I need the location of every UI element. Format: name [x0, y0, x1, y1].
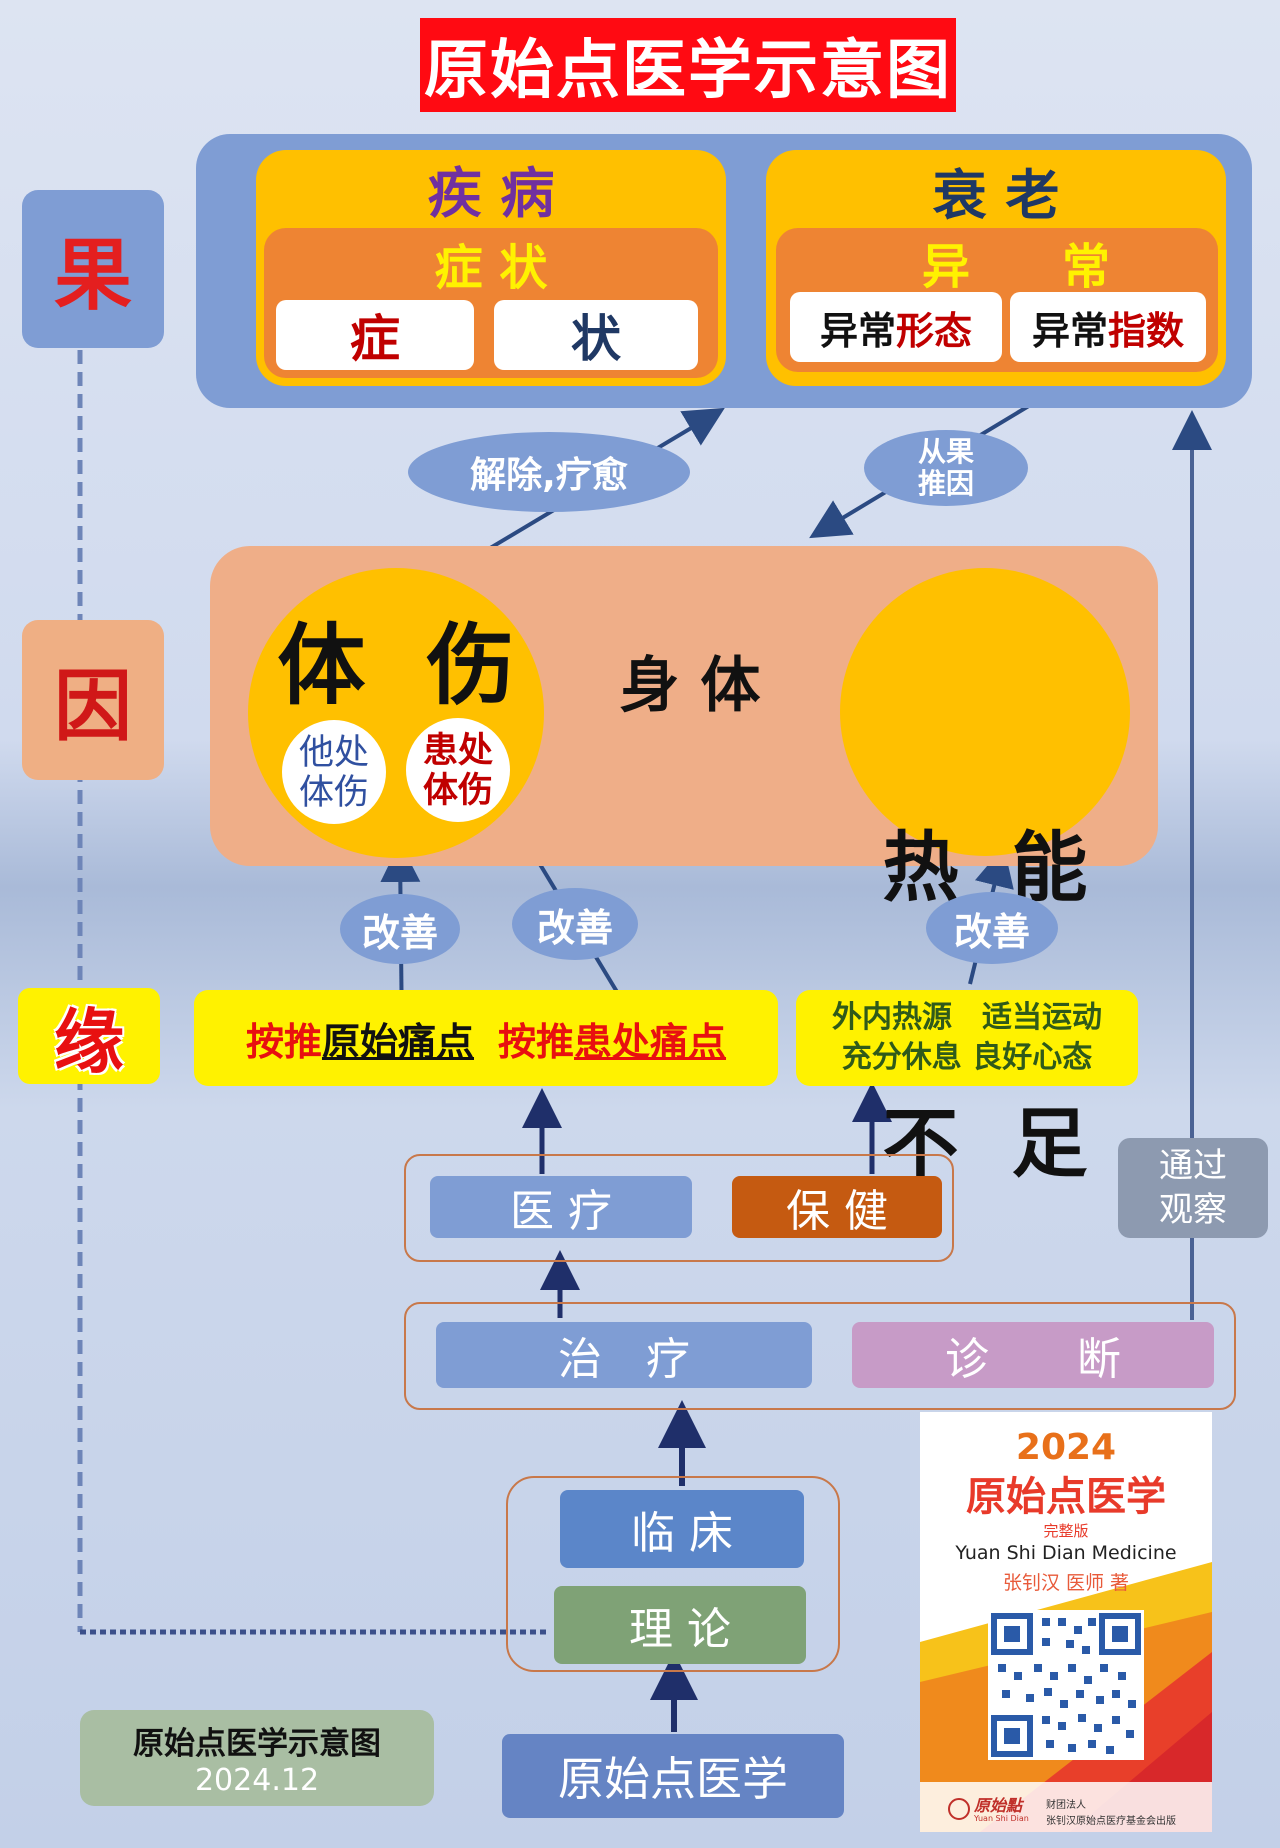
other-injury-line-2: 体伤 — [298, 773, 369, 813]
disease-panel: 疾 病 症 状 症 状 — [256, 150, 726, 386]
root-button[interactable]: 原始点医学 — [502, 1734, 844, 1818]
observe-line-1: 通过 — [1159, 1146, 1227, 1186]
improve-label-2: 改善 — [512, 888, 638, 960]
local-injury-circle: 患处 体伤 — [406, 718, 510, 822]
press-points-bar: 按推原始痛点 按推患处痛点 — [194, 990, 778, 1086]
publisher-line-2: 张钊汉原始点医疗基金会出版 — [1046, 1816, 1176, 1827]
legend-title: 原始点医学示意图 — [133, 1725, 381, 1762]
clinical-button[interactable]: 临 床 — [560, 1490, 804, 1568]
publisher-line-1: 财团法人 — [1046, 1800, 1086, 1811]
infer-line-2: 推因 — [917, 467, 974, 500]
body-injury-circle: 体 伤 他处 体伤 患处 体伤 — [248, 568, 544, 858]
cure-label: 解除,疗愈 — [408, 432, 690, 512]
foundation-frame — [506, 1476, 840, 1672]
care-line-2: 充分休息 良好心态 — [841, 1040, 1093, 1075]
infer-line-1: 从果 — [917, 435, 974, 468]
legend-date: 2024.12 — [194, 1762, 320, 1798]
press-2-verb: 按推 — [498, 1019, 575, 1064]
press-1-verb: 按推 — [245, 1019, 322, 1064]
diagnosis-button[interactable]: 诊 断 — [852, 1322, 1214, 1388]
improve-label-3: 改善 — [926, 892, 1058, 964]
abnormal-index-word: 指数 — [1108, 308, 1185, 353]
health-button[interactable]: 保 健 — [732, 1176, 942, 1238]
treatment-button[interactable]: 治 疗 — [436, 1322, 812, 1388]
press-1-target: 原始痛点 — [321, 1019, 474, 1064]
effect-label: 果 — [22, 190, 164, 348]
qr-code-icon — [991, 1613, 1141, 1757]
aging-panel: 衰 老 异 常 异常形态 异常指数 — [766, 150, 1226, 386]
observe-line-2: 观察 — [1159, 1190, 1227, 1230]
local-injury-line-2: 体伤 — [422, 771, 493, 811]
abnormal-shape-word: 形态 — [896, 308, 973, 353]
publisher-logo-english: Yuan Shi Dian — [974, 1814, 1029, 1823]
local-injury-line-1: 患处 — [422, 731, 493, 771]
book-year: 2024 — [1015, 1426, 1117, 1468]
book-edition: 完整版 — [1043, 1521, 1089, 1540]
abnormal-shape-chip: 异常形态 — [790, 292, 1002, 362]
book-author: 张钊汉 医师 著 — [1002, 1571, 1130, 1594]
heat-deficiency-circle: 热 能 不 足 — [840, 568, 1130, 1188]
publisher-logo-icon — [948, 1798, 970, 1820]
abnormal-index-chip: 异常指数 — [1010, 292, 1206, 362]
health-care-bar: 外内热源 适当运动 充分休息 良好心态 — [796, 990, 1138, 1086]
care-line-1: 外内热源 适当运动 — [832, 1000, 1102, 1035]
care-frame — [404, 1154, 954, 1262]
cause-label: 因 — [22, 620, 164, 780]
body-label: 身 体 — [619, 650, 761, 721]
observe-label: 通过 观察 — [1118, 1138, 1268, 1238]
practice-frame — [404, 1302, 1236, 1410]
abnormal-panel: 异 常 异常形态 异常指数 — [776, 228, 1218, 372]
symptom-chip-left: 症 — [276, 300, 474, 370]
improve-label-1: 改善 — [340, 894, 460, 964]
legend-box: 原始点医学示意图 2024.12 — [80, 1710, 434, 1806]
abnormal-title-right: 常 — [1061, 239, 1110, 295]
symptom-panel: 症 状 症 状 — [264, 228, 718, 378]
book-title: 原始点医学 — [966, 1474, 1166, 1520]
page-title: 原始点医学示意图 — [420, 18, 956, 112]
abnormal-shape-prefix: 异常 — [819, 308, 896, 353]
book-english-title: Yuan Shi Dian Medicine — [955, 1542, 1177, 1564]
abnormal-title-left: 异 — [921, 239, 970, 295]
infer-label: 从果 推因 — [864, 430, 1028, 506]
medical-button[interactable]: 医 疗 — [430, 1176, 692, 1238]
symptom-chip-right: 状 — [494, 300, 698, 370]
qr-code[interactable] — [988, 1610, 1144, 1760]
book-cover[interactable]: 2024 原始点医学 完整版 Yuan Shi Dian Medicine 张钊… — [920, 1412, 1212, 1832]
abnormal-index-prefix: 异常 — [1031, 308, 1108, 353]
heat-line-2: 不 足 — [882, 1099, 1088, 1188]
theory-button[interactable]: 理 论 — [554, 1586, 806, 1664]
condition-label: 缘 — [18, 988, 160, 1084]
disease-title: 疾 病 — [427, 161, 555, 225]
body-injury-title: 体 伤 — [277, 613, 515, 717]
symptom-title: 症 状 — [434, 240, 548, 296]
aging-title: 衰 老 — [932, 163, 1060, 227]
publisher-logo-text: 原始點 — [974, 1796, 1023, 1815]
other-injury-circle: 他处 体伤 — [282, 720, 386, 824]
press-2-target: 患处痛点 — [574, 1019, 727, 1064]
other-injury-line-1: 他处 — [298, 733, 369, 773]
